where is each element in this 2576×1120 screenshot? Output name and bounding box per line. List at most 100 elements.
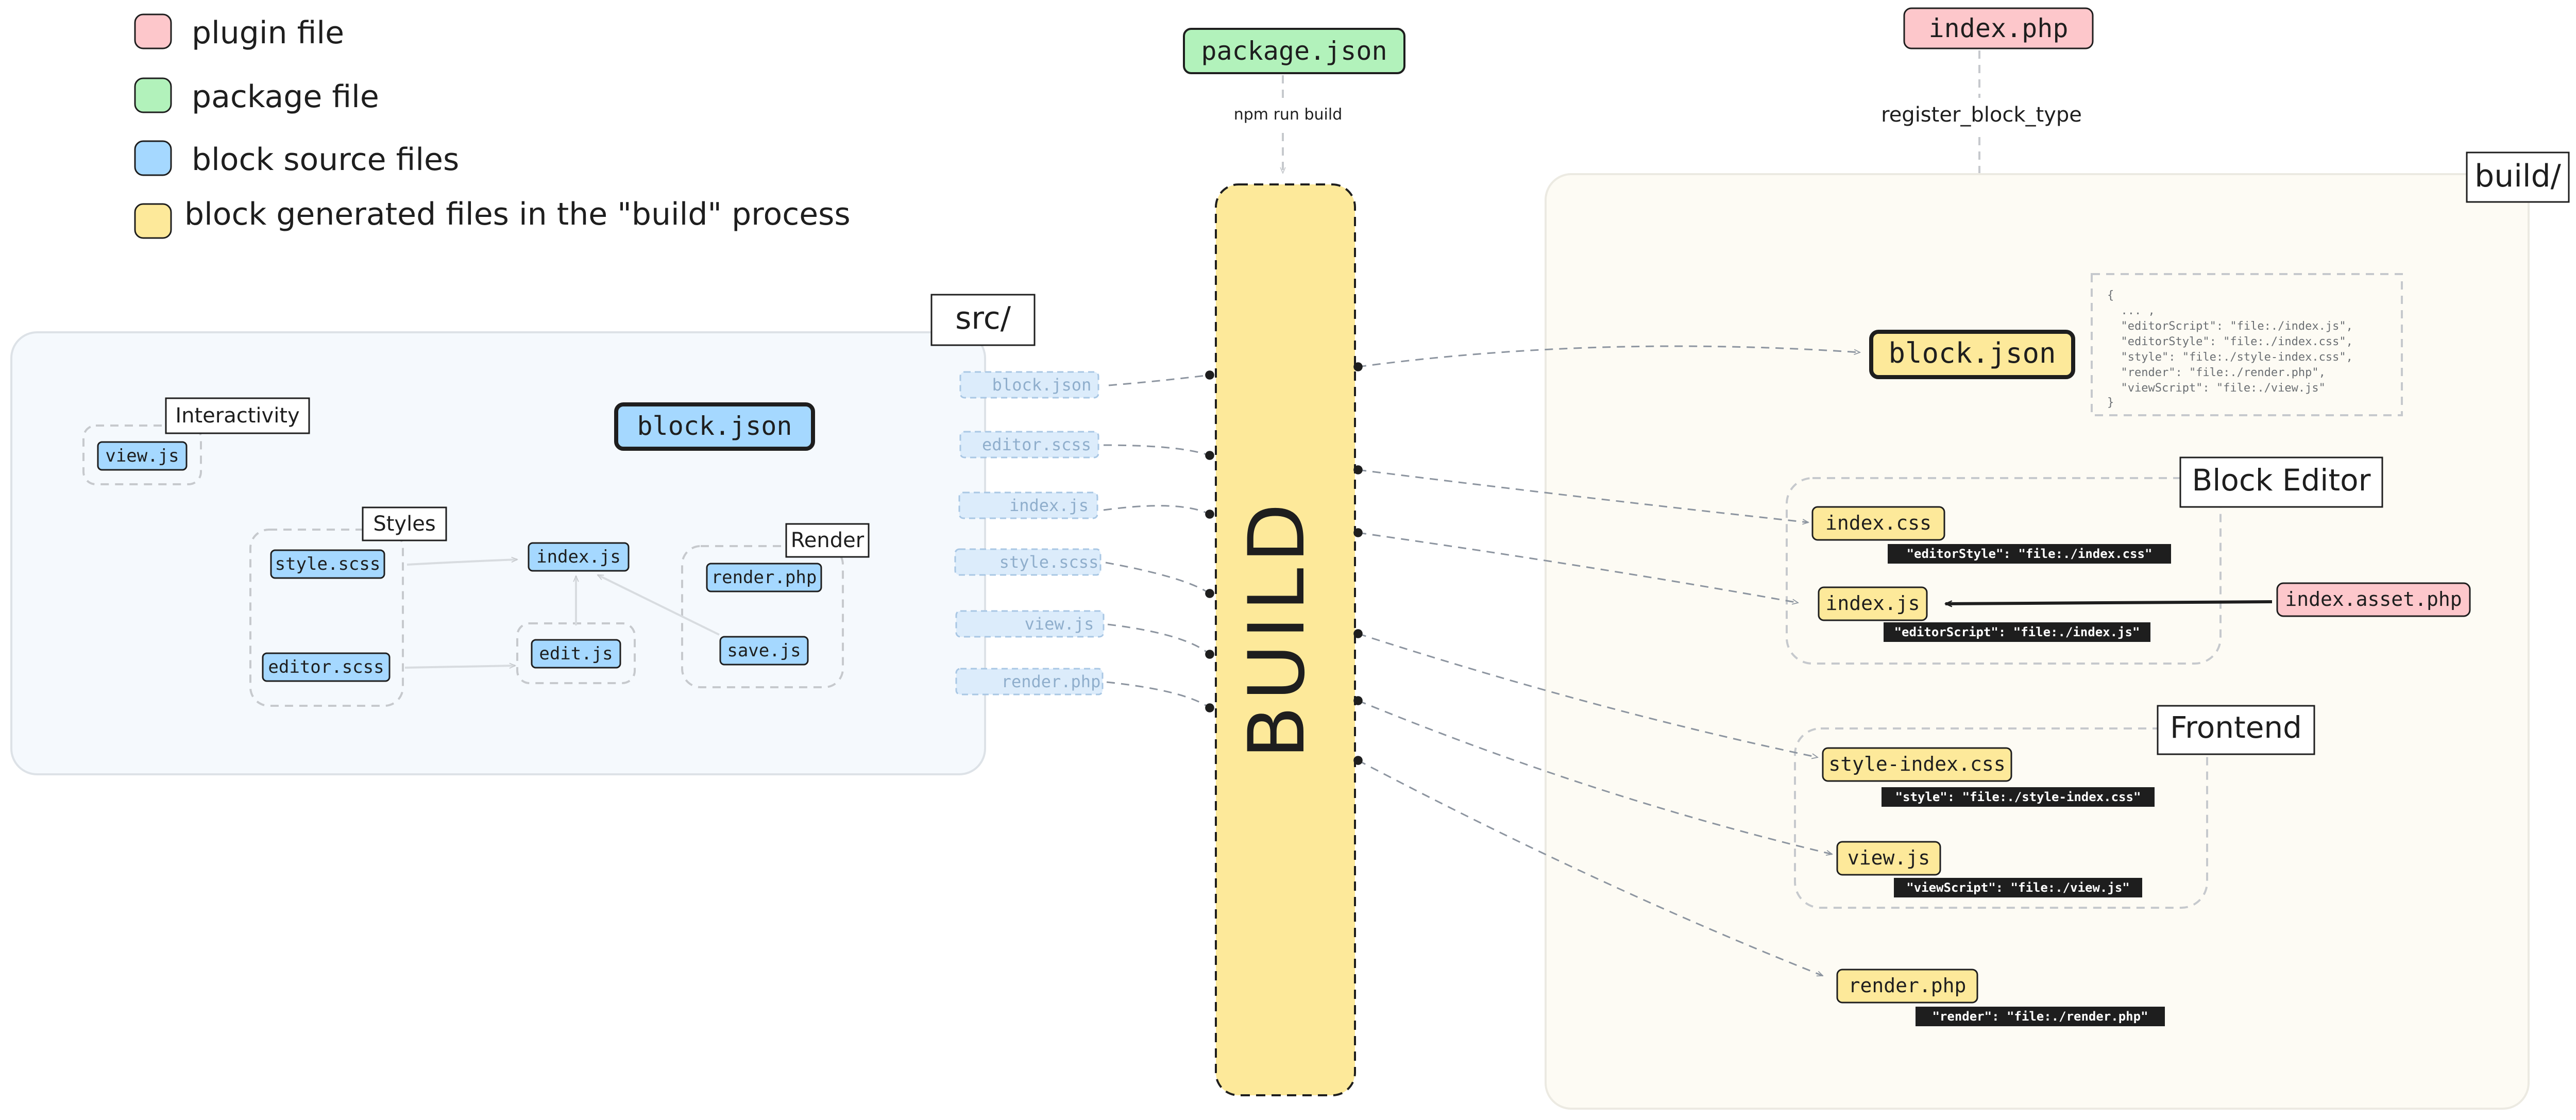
legend-swatch-source	[134, 140, 172, 176]
index-js-badge	[1884, 622, 2150, 642]
src-index-js	[528, 542, 630, 572]
index-js-badge-text: "editorScript": "file:./index.js"	[1894, 625, 2140, 639]
connector-render-php-in	[1106, 681, 1214, 712]
src-edit-js	[531, 639, 621, 669]
style-index-badge	[1882, 787, 2155, 807]
build-title-box	[2466, 151, 2570, 203]
build-index-css-label: index.css	[1825, 512, 1931, 534]
index-php-node	[1903, 7, 2094, 49]
arrow-save-to-index	[598, 574, 720, 636]
build-panel: build/ block.json { ... , "editorScript"…	[1545, 151, 2570, 1110]
build-bar: BUILD	[1215, 183, 1356, 1096]
style-index-badge-text: "style": "file:./style-index.css"	[1895, 790, 2141, 804]
legend-swatch-generated	[134, 203, 172, 239]
register-block-type-label: register_block_type	[1881, 103, 2082, 127]
build-block-json-label: block.json	[1888, 337, 2056, 369]
build-index-js	[1818, 586, 1928, 621]
src-panel: src/ block.json Interactivity view.js St…	[10, 294, 1036, 775]
npm-run-build-label: npm run build	[1234, 106, 1342, 124]
connector-block-json-in	[1108, 370, 1214, 386]
json-snippet-line: ... ,	[2107, 304, 2155, 317]
src-block-json-label: block.json	[637, 411, 792, 441]
legend: plugin file package file block source fi…	[134, 13, 851, 239]
index-css-badge-text: "editorStyle": "file:./index.css"	[1907, 547, 2153, 561]
frontend-title-box	[2157, 705, 2315, 755]
src-title-box	[930, 294, 1036, 346]
arrow-to-render-php	[1358, 760, 1823, 977]
build-bar-label: BUILD	[1232, 498, 1322, 759]
src-view-js-label: view.js	[105, 446, 179, 466]
json-snippet-line: "style": "file:./style-index.css",	[2107, 351, 2353, 364]
view-js-badge-text: "viewScript": "file:./view.js"	[1906, 880, 2129, 895]
src-view-js	[97, 441, 188, 471]
render-badge-text: "render": "file:./render.php"	[1932, 1009, 2148, 1024]
index-php-label: index.php	[1929, 13, 2069, 43]
ghost-view-js	[955, 610, 1105, 638]
json-snippet-box	[2091, 273, 2403, 416]
ghost-render-php	[955, 668, 1104, 695]
src-style-scss	[270, 549, 385, 579]
src-save-js-label: save.js	[727, 640, 801, 661]
legend-label-plugin: plugin file	[192, 15, 344, 51]
src-block-json	[614, 402, 815, 451]
src-save-js	[719, 636, 809, 666]
block-editor-title-box	[2179, 456, 2383, 508]
arrow-to-index-css	[1358, 470, 1808, 522]
package-json-node	[1183, 28, 1405, 74]
src-editor-scss-label: editor.scss	[268, 657, 384, 677]
package-json-label: package.json	[1201, 36, 1387, 66]
legend-swatch-package	[134, 77, 172, 113]
block-editor-title: Block Editor	[2192, 463, 2371, 498]
interactivity-title-box	[165, 397, 310, 434]
ghost-index-js	[958, 491, 1098, 519]
json-snippet-line: }	[2107, 396, 2114, 409]
build-render-php	[1836, 969, 1978, 1004]
build-index-css	[1811, 506, 1945, 541]
json-snippet: { ... , "editorScript": "file:./index.js…	[2107, 289, 2353, 409]
ghost-style-scss-label: style.scss	[999, 552, 1099, 572]
build-title: build/	[2475, 158, 2562, 194]
json-snippet-line: {	[2107, 289, 2114, 302]
arrow-to-view-js	[1358, 701, 1832, 854]
connector-style-scss-in	[1105, 562, 1214, 598]
legend-label-generated: block generated files in the "build" pro…	[184, 196, 851, 232]
build-render-php-label: render.php	[1849, 974, 1967, 997]
arrow-asset-to-index-js	[1945, 600, 2273, 604]
legend-label-source: block source files	[192, 142, 459, 178]
frontend-group	[1794, 727, 2208, 909]
npm-label-bg	[1225, 101, 1349, 132]
ghost-view-js-label: view.js	[1025, 614, 1094, 634]
src-style-scss-label: style.scss	[275, 554, 381, 574]
src-editor-scss	[262, 652, 391, 682]
arrow-to-block-json	[1358, 345, 1860, 367]
arrow-to-index-js	[1358, 533, 1798, 603]
src-index-js-label: index.js	[536, 547, 621, 567]
top-nodes: package.json npm run build index.php reg…	[1183, 7, 2095, 319]
styles-group	[249, 529, 404, 707]
json-snippet-line: "render": "file:./render.php",	[2107, 366, 2326, 379]
render-title-box	[785, 523, 870, 558]
json-snippet-line: "editorStyle": "file:./index.css",	[2107, 335, 2353, 348]
build-index-js-label: index.js	[1825, 592, 1920, 615]
index-asset-php-label: index.asset.php	[2285, 588, 2462, 610]
connector-editor-scss-in	[1103, 444, 1214, 460]
src-render-php-label: render.php	[711, 567, 817, 588]
src-render-php	[706, 563, 822, 592]
arrow-style-to-index	[406, 559, 517, 566]
json-snippet-line: "editorScript": "file:./index.js",	[2107, 320, 2353, 333]
build-style-index-css-label: style-index.css	[1828, 753, 2005, 775]
connector-index-js-in	[1103, 505, 1214, 519]
styles-title: Styles	[373, 512, 435, 536]
ghost-block-json-label: block.json	[992, 375, 1092, 395]
json-snippet-line: "viewScript": "file:./view.js"	[2107, 382, 2326, 395]
src-edit-js-label: edit.js	[539, 643, 613, 664]
build-outputs	[1358, 345, 1860, 977]
build-view-js-label: view.js	[1848, 846, 1930, 869]
ghost-style-scss	[954, 548, 1101, 576]
ghost-index-js-label: index.js	[1009, 496, 1089, 515]
ghost-render-php-label: render.php	[1002, 672, 1101, 691]
legend-label-package: package file	[192, 79, 379, 115]
render-badge	[1916, 1007, 2165, 1026]
build-inputs: block.json editor.scss index.js style.sc…	[954, 370, 1214, 712]
